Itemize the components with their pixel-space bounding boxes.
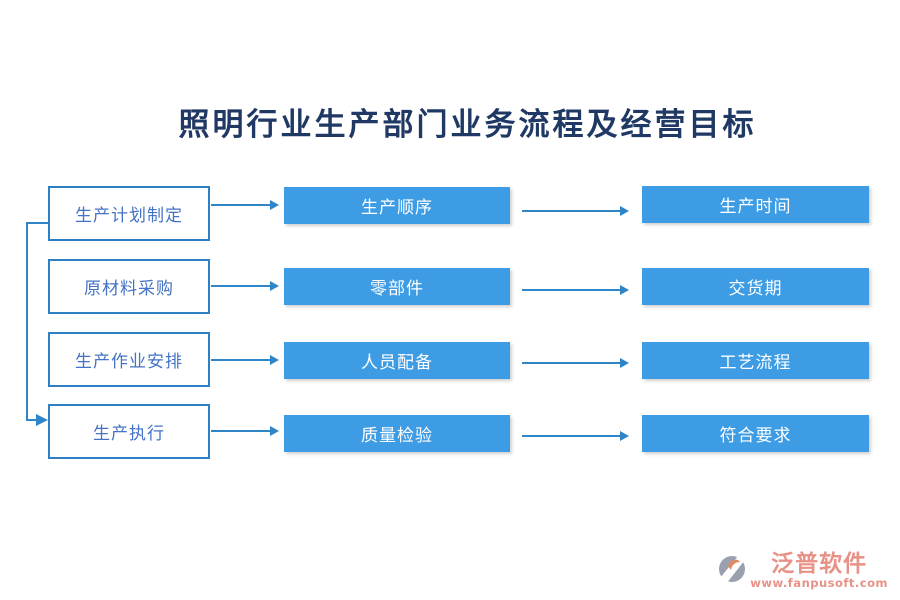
- vendor-watermark: 泛普软件 www.fanpusoft.com: [718, 552, 888, 590]
- goal-box-delivery-date: 交货期: [642, 268, 869, 305]
- stage-box-work-scheduling: 生产作业安排: [48, 332, 210, 387]
- arrow-stage-to-process-row4: [211, 426, 279, 436]
- watermark-url-text: www.fanpusoft.com: [750, 576, 888, 590]
- stage-box-production-planning: 生产计划制定: [48, 186, 210, 241]
- arrow-process-to-goal-row3: [522, 358, 629, 368]
- goal-box-process-flow: 工艺流程: [642, 342, 869, 379]
- stage-box-raw-material-purchase: 原材料采购: [48, 259, 210, 314]
- fanpu-logo-icon: [719, 555, 749, 584]
- process-box-components: 零部件: [284, 268, 510, 305]
- watermark-brand-text: 泛普软件: [771, 550, 868, 577]
- process-box-staffing: 人员配备: [284, 342, 510, 379]
- goal-box-production-time: 生产时间: [642, 186, 869, 223]
- arrow-process-to-goal-row2: [522, 285, 629, 295]
- process-box-quality-inspection: 质量检验: [284, 415, 510, 452]
- arrow-stage-to-process-row3: [211, 355, 279, 365]
- arrow-stage-to-process-row1: [211, 200, 279, 210]
- goal-box-meet-requirements: 符合要求: [642, 415, 869, 452]
- stage-box-production-execution: 生产执行: [48, 404, 210, 459]
- diagram-title: 照明行业生产部门业务流程及经营目标: [178, 107, 757, 143]
- arrow-process-to-goal-row1: [522, 206, 629, 216]
- arrow-process-to-goal-row4: [522, 431, 629, 441]
- process-box-production-sequence: 生产顺序: [284, 187, 510, 224]
- arrow-stage-to-process-row2: [211, 281, 279, 291]
